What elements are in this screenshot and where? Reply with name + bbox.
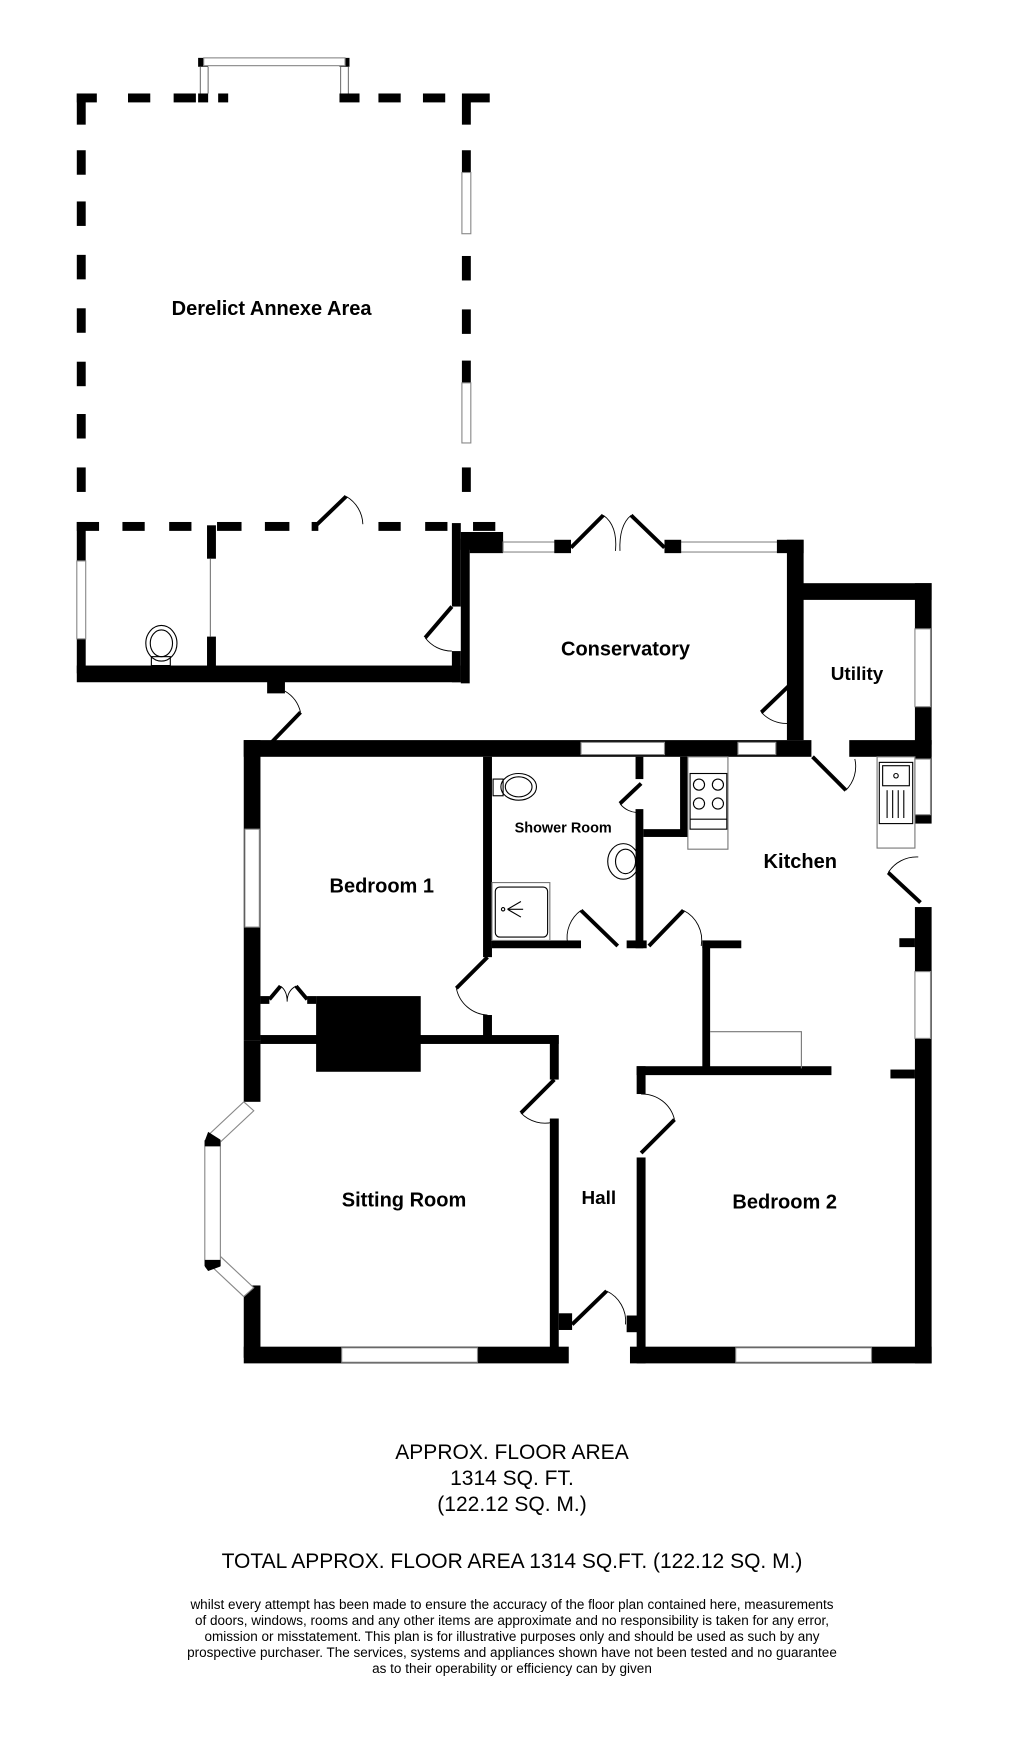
toilet-icon: [145, 624, 178, 667]
french-door-left: [569, 513, 605, 549]
area-sqft: 1314 SQ. FT.: [450, 1467, 574, 1490]
door-utility: [759, 683, 792, 714]
room-label-sitting-room: Sitting Room: [342, 1189, 467, 1211]
door-external-side: [269, 710, 302, 745]
disclaimer-line: whilst every attempt has been made to en…: [190, 1597, 834, 1612]
room-label-bedroom-1: Bedroom 1: [329, 876, 434, 898]
washbasin-icon: [607, 843, 640, 880]
utility-walls: [795, 583, 932, 757]
conservatory-walls: [460, 513, 804, 741]
total-floor-area: TOTAL APPROX. FLOOR AREA 1314 SQ.FT. (12…: [221, 1550, 803, 1573]
door-bedroom-1: [454, 955, 489, 990]
floor-area-summary: APPROX. FLOOR AREA 1314 SQ. FT. (122.12 …: [0, 1440, 1024, 1518]
annexe-lower-walls: [76, 521, 504, 745]
disclaimer: whilst every attempt has been made to en…: [0, 1597, 1024, 1677]
room-label-conservatory: Conservatory: [561, 639, 691, 661]
area-heading: APPROX. FLOOR AREA: [395, 1441, 629, 1464]
room-label-shower-room: Shower Room: [515, 820, 612, 836]
front-door: [570, 1289, 608, 1326]
disclaimer-line: omission or misstatement. This plan is f…: [204, 1629, 820, 1644]
door-annexe-conservatory: [423, 605, 454, 639]
room-label-hall: Hall: [581, 1188, 616, 1209]
door-sitting-room: [519, 1078, 556, 1115]
disclaimer-line: prospective purchaser. The services, sys…: [187, 1645, 837, 1660]
internal-walls: [260, 756, 832, 1364]
kitchen-fixtures: [687, 756, 916, 850]
door-kitchen: [647, 909, 685, 948]
main-walls: [243, 740, 932, 1364]
door-annexe: [314, 494, 348, 527]
disclaimer-line: of doors, windows, rooms and any other i…: [194, 1613, 830, 1628]
shower-tray-icon: [491, 882, 551, 942]
room-labels: Derelict Annexe Area Conservatory Utilit…: [172, 298, 884, 1214]
room-label-utility: Utility: [831, 664, 884, 685]
door-bedroom-2: [639, 1118, 676, 1155]
chimney-breast: [316, 996, 421, 1072]
door-shower-room: [579, 908, 620, 948]
hob-icon: [687, 756, 729, 850]
disclaimer-line: as to their operability or efficiency ca…: [372, 1661, 652, 1676]
sink-icon: [876, 756, 916, 849]
room-label-kitchen: Kitchen: [764, 851, 837, 873]
door-kitchen-back: [886, 871, 922, 905]
room-label-derelict-annexe: Derelict Annexe Area: [172, 298, 373, 320]
room-label-bedroom-2: Bedroom 2: [732, 1192, 837, 1214]
derelict-annexe-walls: [76, 57, 496, 531]
door-utility-kitchen: [811, 755, 848, 792]
shower-room-fixtures: [491, 772, 640, 942]
french-door-right: [629, 513, 666, 549]
doors: [454, 782, 703, 1326]
toilet-icon: [492, 772, 538, 801]
bay-window: [204, 1040, 261, 1358]
area-sqm: (122.12 SQ. M.): [437, 1493, 587, 1516]
